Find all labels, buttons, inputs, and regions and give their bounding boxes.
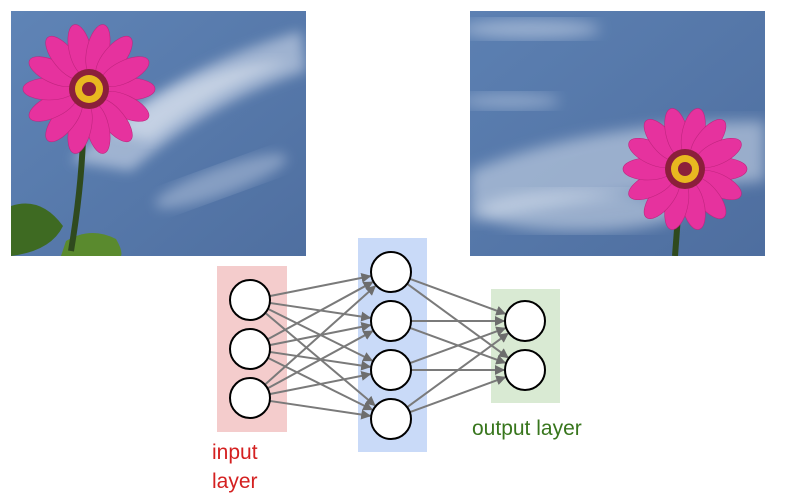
- input-neuron: [229, 377, 271, 419]
- flower-photo-left: [11, 11, 306, 256]
- input-neuron: [229, 328, 271, 370]
- input-neuron: [229, 279, 271, 321]
- connection-arrow: [267, 330, 374, 390]
- input-label-line2: layer: [212, 470, 258, 493]
- output-neuron: [504, 349, 546, 391]
- connection-arrow: [406, 332, 509, 409]
- connection-arrow: [269, 399, 372, 420]
- neurons: [229, 251, 546, 440]
- connections: [264, 272, 509, 420]
- input-layer-label: input layer: [212, 438, 258, 496]
- connection-arrow: [409, 375, 507, 414]
- connection-arrow: [269, 370, 372, 396]
- hidden-neuron: [370, 349, 412, 391]
- hidden-neuron: [370, 398, 412, 440]
- flower-photo-right: [470, 11, 765, 256]
- output-layer-label: output layer: [472, 417, 582, 440]
- connection-arrow: [409, 277, 507, 316]
- connection-arrow: [409, 326, 507, 365]
- connection-arrow: [267, 281, 374, 341]
- connection-arrow: [264, 285, 377, 386]
- connection-arrow: [269, 272, 372, 298]
- output-neuron: [504, 300, 546, 342]
- input-label-line1: input: [212, 441, 258, 464]
- hidden-neuron: [370, 251, 412, 293]
- hidden-neuron: [370, 300, 412, 342]
